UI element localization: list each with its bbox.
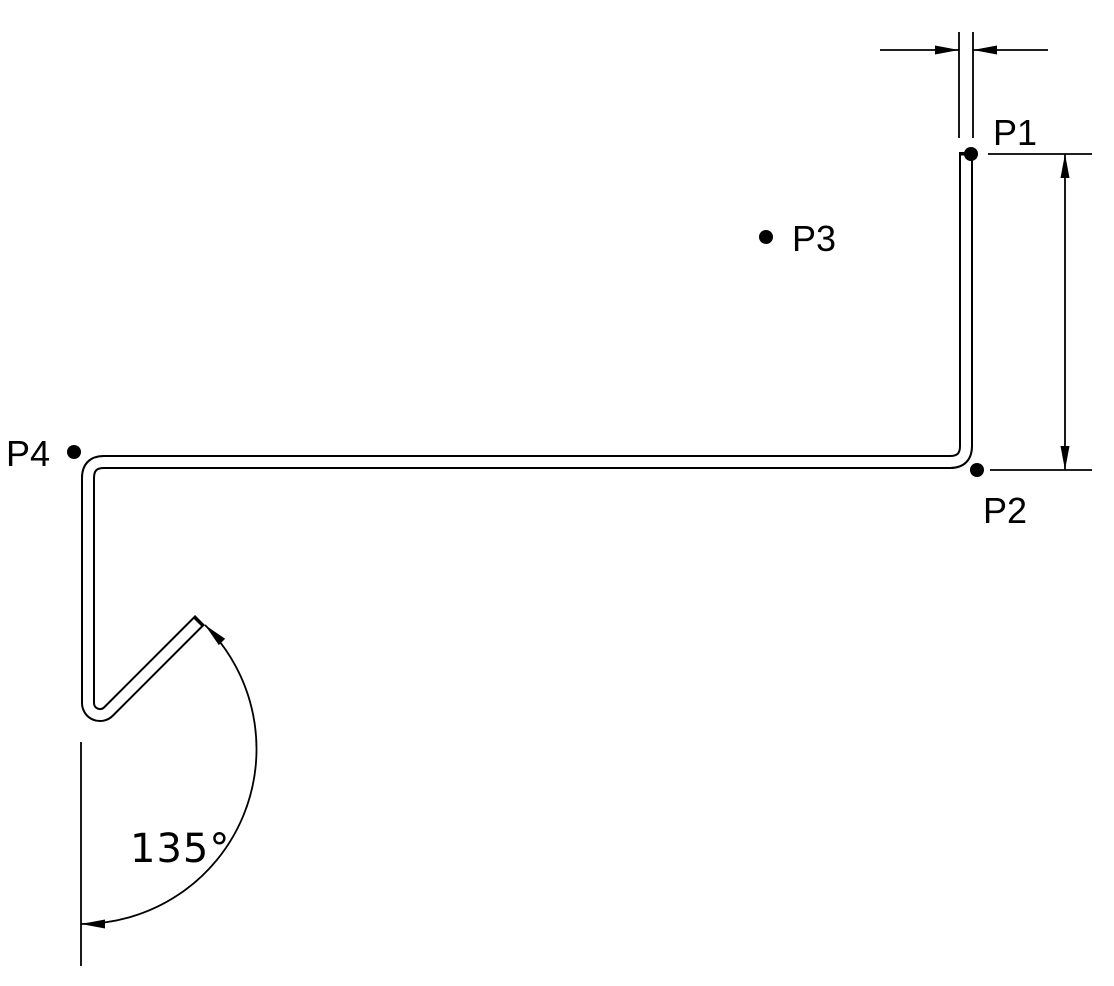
point-p1-label: P1 xyxy=(993,112,1037,153)
angle-dimension-arc xyxy=(80,624,258,925)
arrowhead-down-icon xyxy=(1060,446,1070,470)
point-p3-label: P3 xyxy=(792,218,836,259)
profile-outline-inner-white xyxy=(82,155,971,720)
angle-dimension xyxy=(80,624,258,966)
arrowhead-left-icon xyxy=(973,45,997,55)
angle-value-label: 135° xyxy=(130,826,230,872)
height-dimension xyxy=(988,153,1092,471)
thickness-dimension xyxy=(880,32,1048,138)
point-p4-label: P4 xyxy=(6,433,50,474)
point-p1-dot[interactable] xyxy=(964,147,978,161)
point-p2-label: P2 xyxy=(983,490,1027,531)
arrowhead-arc-lower-icon xyxy=(81,919,105,929)
profile-outline xyxy=(80,152,973,722)
point-p2-dot[interactable] xyxy=(970,463,984,477)
reference-points xyxy=(67,147,984,477)
point-p4-dot[interactable] xyxy=(67,445,81,459)
arrowhead-up-icon xyxy=(1060,154,1070,178)
arrowhead-right-icon xyxy=(935,45,959,55)
arrowhead-arc-upper-icon xyxy=(205,625,226,646)
point-p3-dot[interactable] xyxy=(759,230,773,244)
